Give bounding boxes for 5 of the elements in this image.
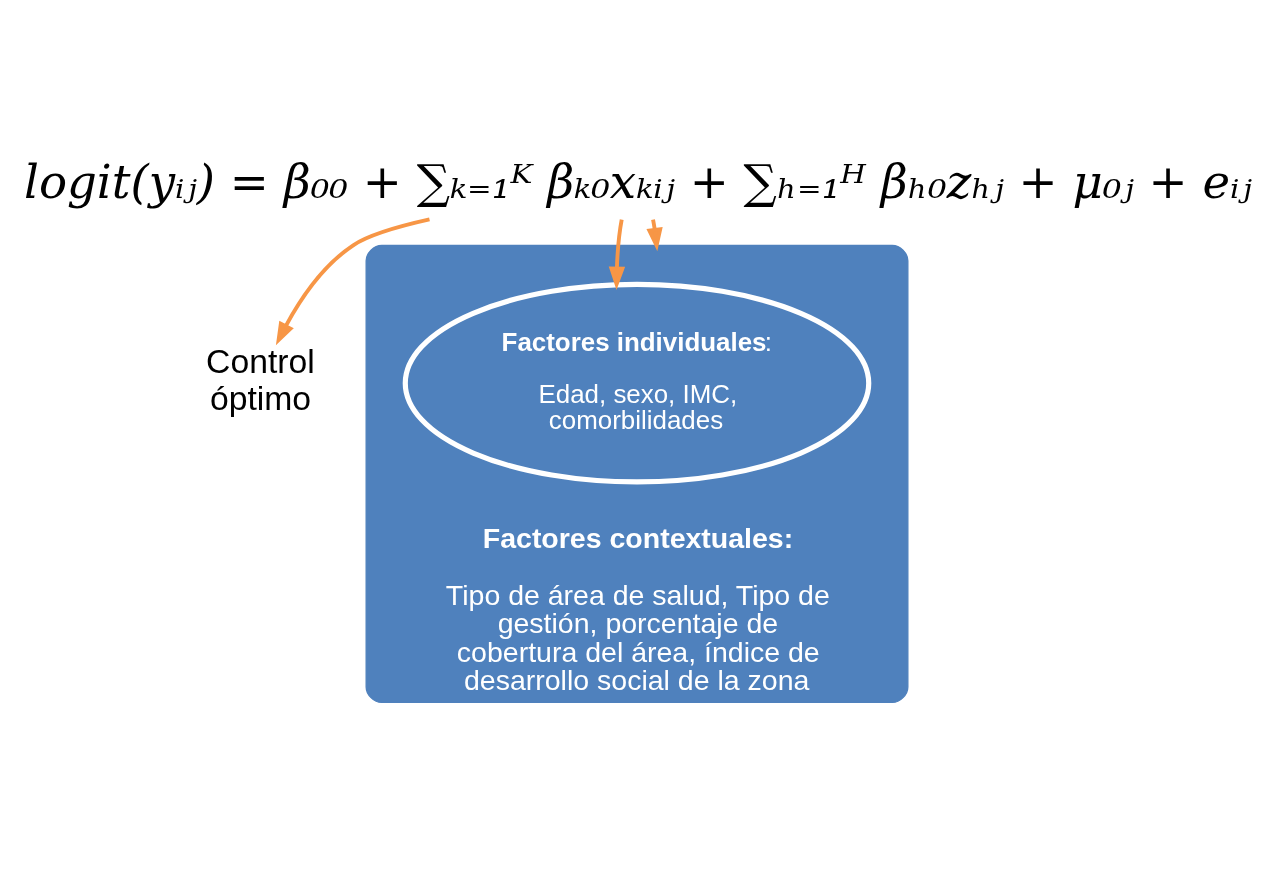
node-text: logit(yᵢⱼ) = β₀₀ + ∑ₖ₌₁ᴷ βₖ₀xₖᵢⱼ + ∑ₕ₌₁ᴴ βₕ₀zₕⱼ + μ₀ⱼ + eᵢⱼ	[24, 155, 1252, 210]
node-ellipse: Factores individuales: Edad, sexo, IMC, comorbilidades	[402, 281, 872, 485]
arrow	[275, 217, 430, 346]
node-text: Control óptimo	[206, 342, 315, 418]
arrow	[608, 219, 626, 291]
